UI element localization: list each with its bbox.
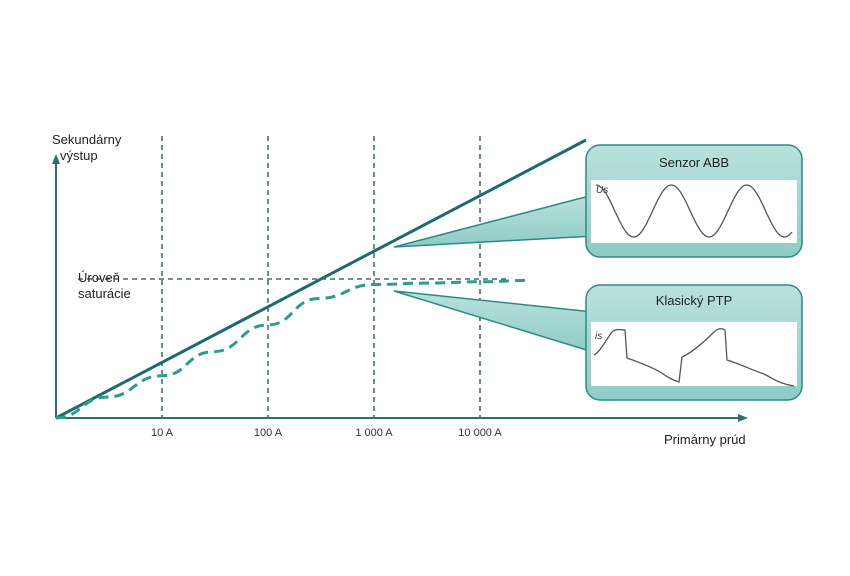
- y-axis-label-line-1: Sekundárny: [52, 132, 122, 147]
- callout-pointer: [393, 290, 594, 354]
- x-axis-label: Primárny prúd: [664, 432, 746, 447]
- x-tick-label: 10 000 A: [458, 427, 502, 439]
- series-line-solid: [55, 138, 587, 420]
- saturation-label-line-1: Úroveň: [78, 270, 120, 285]
- callout-title: Klasický PTP: [656, 293, 733, 308]
- series-line-dashed: [55, 278, 531, 420]
- saturation-label-line-2: saturácie: [78, 286, 131, 301]
- axes: [52, 154, 748, 422]
- x-tick-label: 100 A: [254, 427, 283, 439]
- callout-klasicky-ptp: Klasický PTP is: [393, 284, 803, 401]
- x-axis-arrow: [738, 414, 748, 422]
- y-axis-label-line-2: výstup: [60, 148, 98, 163]
- sine-waveform: [595, 184, 793, 238]
- callout-pointer: [393, 194, 594, 248]
- x-tick-label: 10 A: [151, 427, 174, 439]
- saturated-waveform: [593, 328, 795, 387]
- waveform-panel: [591, 322, 797, 386]
- callout-title: Senzor ABB: [659, 155, 729, 170]
- x-tick-label: 1 000 A: [355, 427, 393, 439]
- x-tick-labels: 10 A 100 A 1 000 A 10 000 A: [151, 427, 502, 439]
- waveform-label: Us: [596, 185, 608, 196]
- series: [55, 138, 587, 420]
- waveform-panel: [591, 180, 797, 243]
- y-axis-arrow: [52, 154, 60, 164]
- waveform-label: is: [595, 331, 602, 342]
- callout-senzor-abb: Senzor ABB Us: [393, 144, 803, 258]
- grid: [161, 136, 481, 418]
